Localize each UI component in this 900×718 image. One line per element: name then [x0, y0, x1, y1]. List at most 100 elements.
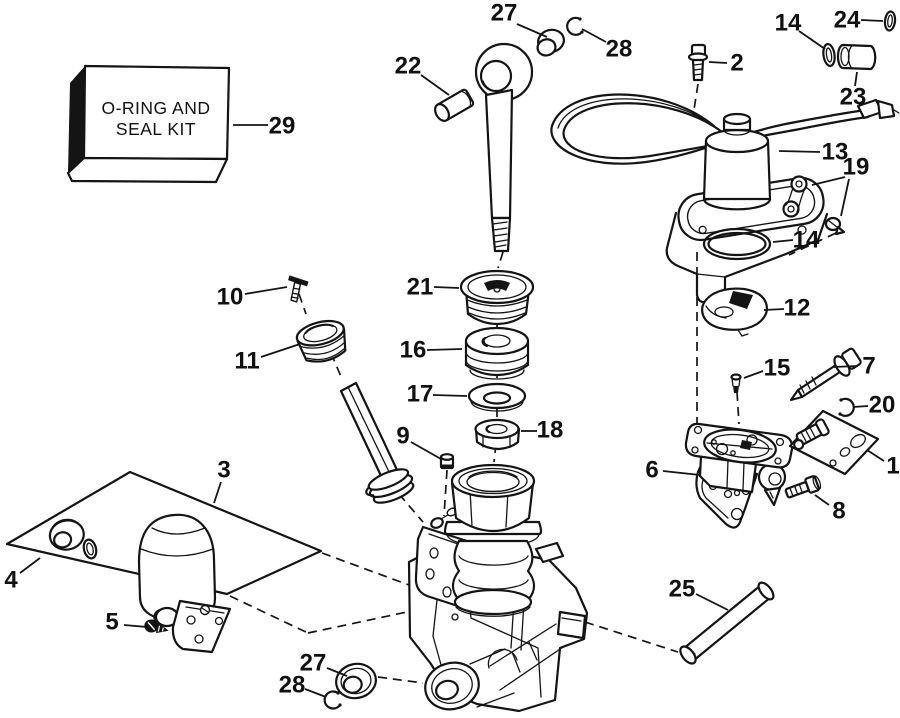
callout-16: 16 — [400, 337, 427, 364]
leader-line-13 — [778, 150, 821, 153]
wire-harness — [550, 93, 900, 165]
leader-line-16 — [426, 348, 463, 351]
leader-line-27-top — [516, 23, 548, 38]
leader-line-28-bottom — [304, 688, 327, 698]
bolt-7 — [789, 347, 862, 402]
valve-plug-11 — [295, 319, 347, 363]
spring-tube — [339, 381, 400, 482]
leader-line-27-bottom — [326, 667, 348, 677]
snap-ring-20 — [838, 397, 855, 417]
callout-14-ring: 14 — [793, 227, 820, 254]
leader-line-24 — [860, 19, 884, 22]
eyelet-snap-ring-28 — [323, 690, 342, 710]
tube-collar — [365, 468, 415, 504]
leader-line-7 — [832, 365, 859, 368]
end-cap-21 — [459, 269, 535, 326]
motor-screw-2 — [687, 43, 709, 82]
callout-4: 4 — [4, 567, 18, 594]
anchor-pin-25 — [679, 581, 775, 665]
callout-14-top: 14 — [775, 10, 802, 37]
small-oring-14 — [822, 42, 836, 68]
pivot-pin-22 — [434, 88, 475, 122]
leader-line-19 — [840, 178, 850, 217]
small-oring-24 — [883, 10, 897, 32]
callout-24: 24 — [834, 7, 861, 34]
oring-seal-kit-box: O-RING AND SEAL KIT — [66, 64, 231, 184]
callout-10: 10 — [217, 284, 244, 311]
leader-line-3 — [213, 481, 222, 504]
leader-line-10 — [244, 286, 288, 295]
callout-25: 25 — [669, 576, 696, 603]
callout-6: 6 — [645, 457, 658, 484]
callout-11: 11 — [234, 348, 259, 375]
main-housing — [407, 463, 589, 713]
leader-line-28-top — [581, 28, 607, 43]
callout-19: 19 — [843, 154, 870, 181]
housing-eyelet — [424, 648, 515, 711]
leader-line-2 — [708, 61, 728, 64]
gasket-valve — [793, 418, 830, 451]
wire-bushing-23 — [836, 43, 877, 71]
electric-motor-13 — [665, 112, 829, 304]
leader-line-15 — [743, 370, 764, 379]
leader-line-21 — [433, 286, 460, 289]
leader-line-12 — [763, 308, 785, 311]
leader-line-9 — [410, 441, 442, 460]
callout-17: 17 — [407, 381, 434, 408]
leader-line-17 — [432, 394, 468, 397]
screw-10 — [288, 275, 309, 303]
rod-end-bushing-27 — [536, 28, 565, 57]
screw-5 — [144, 619, 169, 634]
callout-3: 3 — [217, 457, 230, 484]
leader-line-23 — [854, 71, 858, 87]
kit-box-label-line1: O-RING AND — [101, 98, 210, 118]
callout-20: 20 — [869, 392, 896, 419]
leader-line-14-top — [798, 30, 826, 50]
callout-21: 21 — [407, 274, 434, 301]
trim-rod-assembly — [474, 42, 534, 253]
callout-7: 7 — [862, 353, 875, 380]
leader-line-25 — [695, 593, 729, 611]
valve-pin-15 — [730, 373, 742, 393]
leader-line-22 — [420, 74, 450, 96]
reserve-panel-3 — [5, 470, 323, 596]
harness-connector — [856, 98, 900, 120]
callout-27-bottom: 27 — [300, 650, 327, 677]
callout-5: 5 — [105, 609, 118, 636]
rod-thread-hatch — [492, 221, 508, 248]
piston-16 — [464, 326, 530, 380]
reservoir-dome — [137, 513, 217, 623]
callout-1: 1 — [886, 453, 899, 480]
screw-8 — [784, 475, 822, 499]
nut-18 — [474, 418, 521, 451]
callout-28-top: 28 — [606, 36, 633, 63]
leader-line-19 — [811, 176, 846, 186]
callout-9: 9 — [396, 423, 409, 450]
sleeve-bushing-4 — [48, 518, 85, 551]
reservoir-bracket — [153, 599, 232, 654]
callout-18: 18 — [537, 417, 564, 444]
assembly-dashed-lines — [229, 83, 837, 684]
callout-23: 23 — [840, 84, 867, 111]
callout-13: 13 — [822, 139, 849, 166]
kit-box-label-line2: SEAL KIT — [116, 119, 196, 139]
callout-12: 12 — [784, 295, 811, 322]
callout-22: 22 — [395, 53, 422, 80]
leader-line-4 — [19, 557, 41, 574]
link-and-screw-19 — [782, 175, 846, 236]
washer-17 — [467, 382, 527, 412]
callout-2: 2 — [730, 50, 743, 77]
housing-bore — [450, 463, 536, 533]
rod-end-snap-ring-28 — [566, 16, 584, 36]
leader-line-20 — [852, 405, 869, 408]
motor-oring-14 — [702, 227, 772, 261]
leader-line-1 — [866, 449, 885, 462]
callout-29: 29 — [269, 113, 296, 140]
panel-oring-4 — [82, 538, 98, 560]
bleed-cap-9 — [439, 453, 455, 470]
cam-12 — [701, 287, 769, 337]
callout-15: 15 — [764, 355, 791, 382]
leader-line-5 — [123, 624, 148, 628]
